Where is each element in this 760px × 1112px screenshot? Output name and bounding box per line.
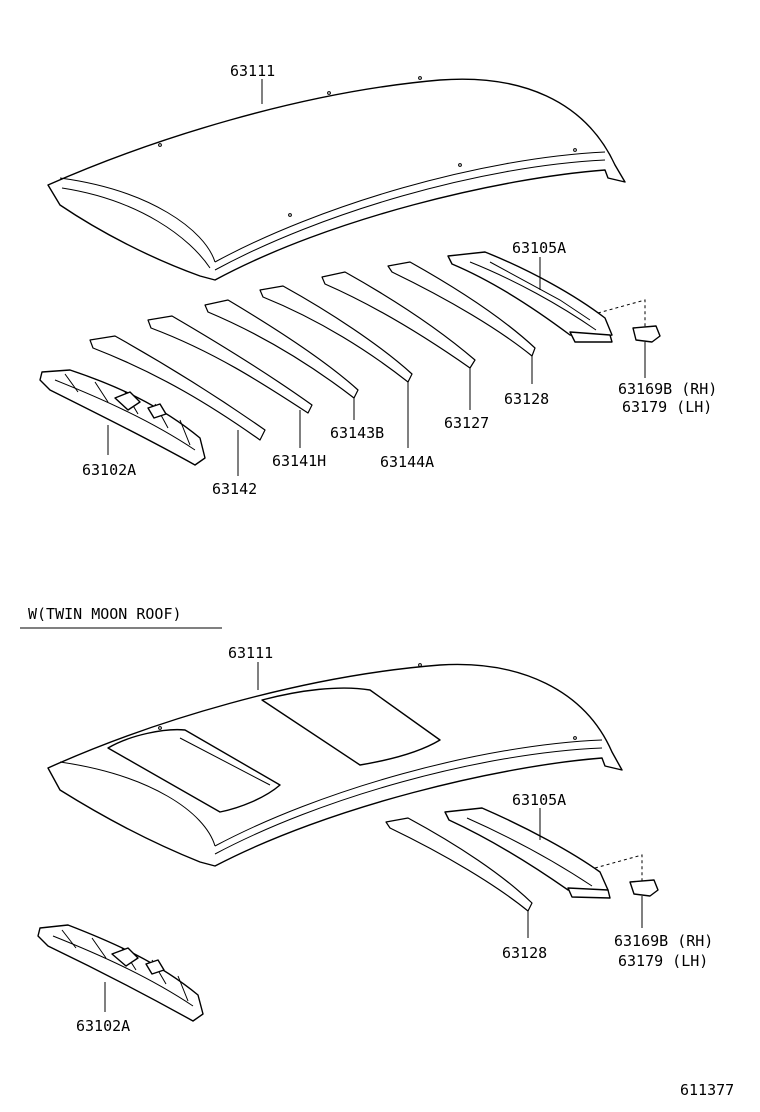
label-bow-63127: 63127 (444, 414, 489, 432)
bracket-dashline (597, 299, 646, 330)
front-rail (39, 369, 206, 466)
twin-moon-roof-assembly: W(TWIN MOON ROOF) 63111 63105A 631 (20, 605, 713, 1035)
bow-63128 (387, 261, 536, 357)
label-rear-rail: 63105A (512, 239, 566, 257)
variant-front-rail (37, 924, 204, 1022)
label-bow-63144a: 63144A (380, 453, 434, 471)
label-bow-63128: 63128 (504, 390, 549, 408)
variant-bracket (629, 879, 659, 897)
label-variant-bracket-lh: 63179 (LH) (618, 952, 708, 970)
front-sunroof-opening (107, 728, 281, 813)
label-bracket-lh: 63179 (LH) (622, 398, 712, 416)
label-variant-front-rail: 63102A (76, 1017, 130, 1035)
bracket (632, 325, 661, 343)
roof-panel (47, 76, 626, 281)
label-bracket-rh: 63169B (RH) (618, 380, 717, 398)
label-variant-rear-rail: 63105A (512, 791, 566, 809)
label-moonroof-panel: 63111 (228, 644, 273, 662)
label-variant-bracket-rh: 63169B (RH) (614, 932, 713, 950)
label-bow-63143b: 63143B (330, 424, 384, 442)
variant-rear-rail (444, 807, 611, 899)
variant-bow-63128 (385, 817, 533, 912)
variant-heading: W(TWIN MOON ROOF) (28, 605, 182, 623)
bow-63142 (89, 335, 266, 441)
label-roof-panel: 63111 (230, 62, 275, 80)
rear-sunroof-opening (261, 687, 441, 766)
bow-63141h (147, 315, 313, 414)
rear-rail (447, 251, 613, 343)
diagram-number: 611377 (680, 1081, 734, 1099)
moonroof-panel (47, 663, 623, 867)
label-bow-63142: 63142 (212, 480, 257, 498)
label-variant-bow-63128: 63128 (502, 944, 547, 962)
label-bow-63141h: 63141H (272, 452, 326, 470)
bow-63127 (321, 271, 476, 369)
label-front-rail: 63102A (82, 461, 136, 479)
top-assembly: 63111 63105A 63169B (RH) 63179 (LH) 6312… (39, 62, 717, 498)
variant-bracket-dashline (594, 854, 643, 885)
